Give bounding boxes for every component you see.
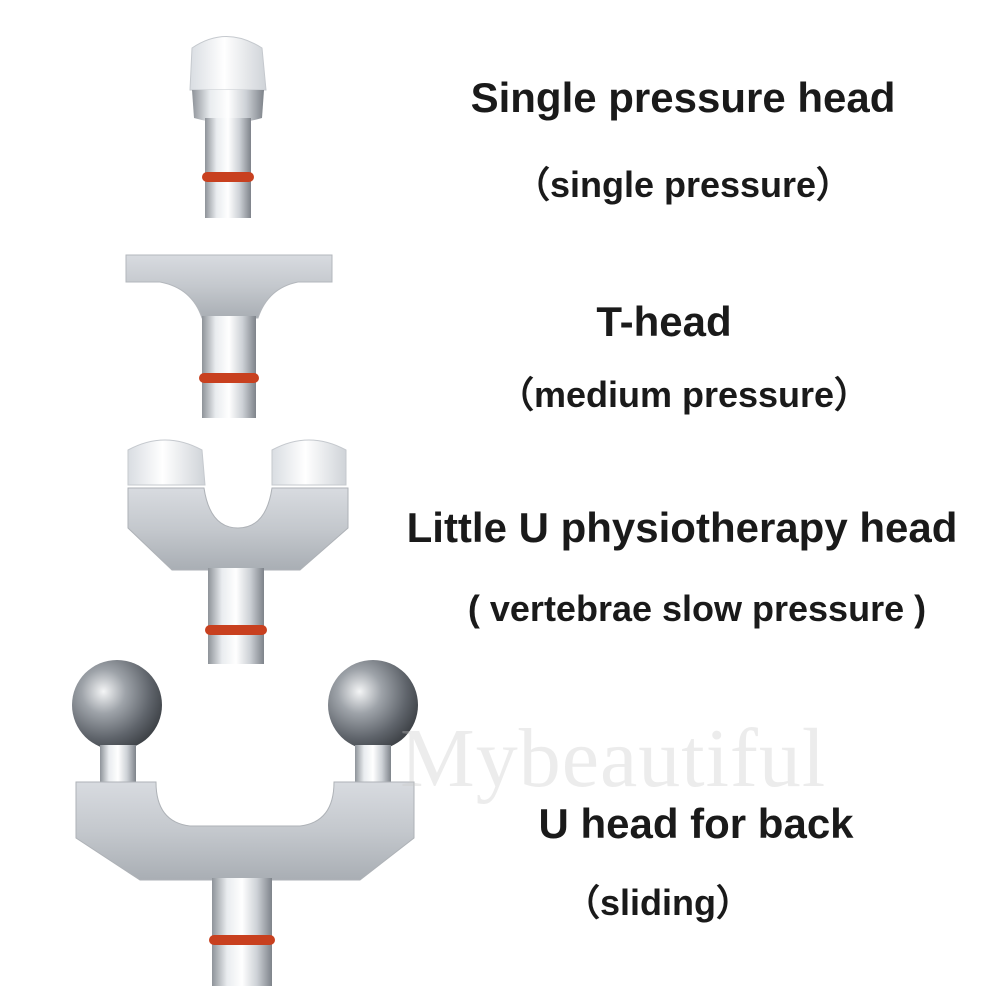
label-little-u-head: Little U physiotherapy head — [406, 504, 958, 551]
sublabel-sliding: （sliding） — [564, 882, 752, 923]
sublabel-single-pressure: （single pressure） — [513, 164, 853, 205]
sublabel-medium-pressure: （medium pressure） — [497, 374, 871, 415]
label-single-pressure-head: Single pressure head — [470, 74, 896, 121]
label-u-head-for-back: U head for back — [538, 800, 854, 847]
sublabel-vertebrae-slow-pressure: ( vertebrae slow pressure ) — [467, 588, 927, 629]
label-t-head: T-head — [596, 298, 732, 345]
watermark: Mybeautiful — [400, 712, 827, 805]
